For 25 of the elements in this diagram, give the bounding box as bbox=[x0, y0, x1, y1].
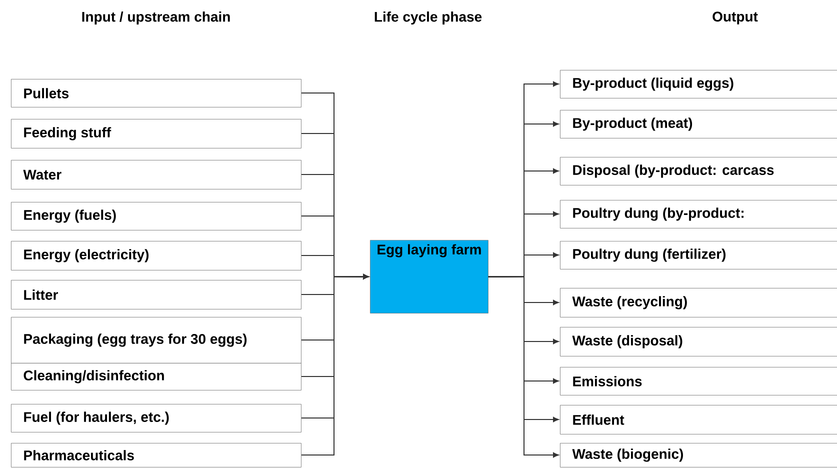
input-box: Water bbox=[11, 160, 302, 190]
output-box: Waste (recycling) bbox=[560, 288, 837, 318]
output-box: Poultry dung (by-product: bbox=[560, 200, 837, 228]
input-box: Fuel (for haulers, etc.) bbox=[11, 404, 302, 432]
output-box: Waste (biogenic) bbox=[560, 443, 837, 468]
output-box: Disposal (by-product: carcass bbox=[560, 157, 837, 186]
process-box: Egg laying farm bbox=[370, 240, 488, 314]
input-box: Cleaning/disinfection bbox=[11, 363, 302, 390]
input-box: Pharmaceuticals bbox=[11, 443, 302, 468]
output-box: By-product (liquid eggs) bbox=[560, 70, 837, 98]
input-box: Feeding stuff bbox=[11, 119, 302, 148]
input-box: Pullets bbox=[11, 79, 302, 108]
output-box: Effluent bbox=[560, 405, 837, 434]
column-heading: Input / upstream chain bbox=[82, 11, 230, 25]
connector-arrow bbox=[488, 276, 559, 458]
output-box: Emissions bbox=[560, 367, 837, 396]
input-box: Energy (fuels) bbox=[11, 202, 302, 230]
input-box: Packaging (egg trays for 30 eggs) bbox=[11, 317, 302, 364]
output-box: Poultry dung (fertilizer) bbox=[560, 241, 837, 270]
output-box: By-product (meat) bbox=[560, 110, 837, 138]
input-box: Litter bbox=[11, 280, 302, 310]
column-heading: Output bbox=[712, 12, 758, 24]
column-heading: Life cycle phase bbox=[374, 11, 482, 25]
output-box: Waste (disposal) bbox=[560, 327, 837, 356]
input-box: Energy (electricity) bbox=[11, 241, 302, 270]
